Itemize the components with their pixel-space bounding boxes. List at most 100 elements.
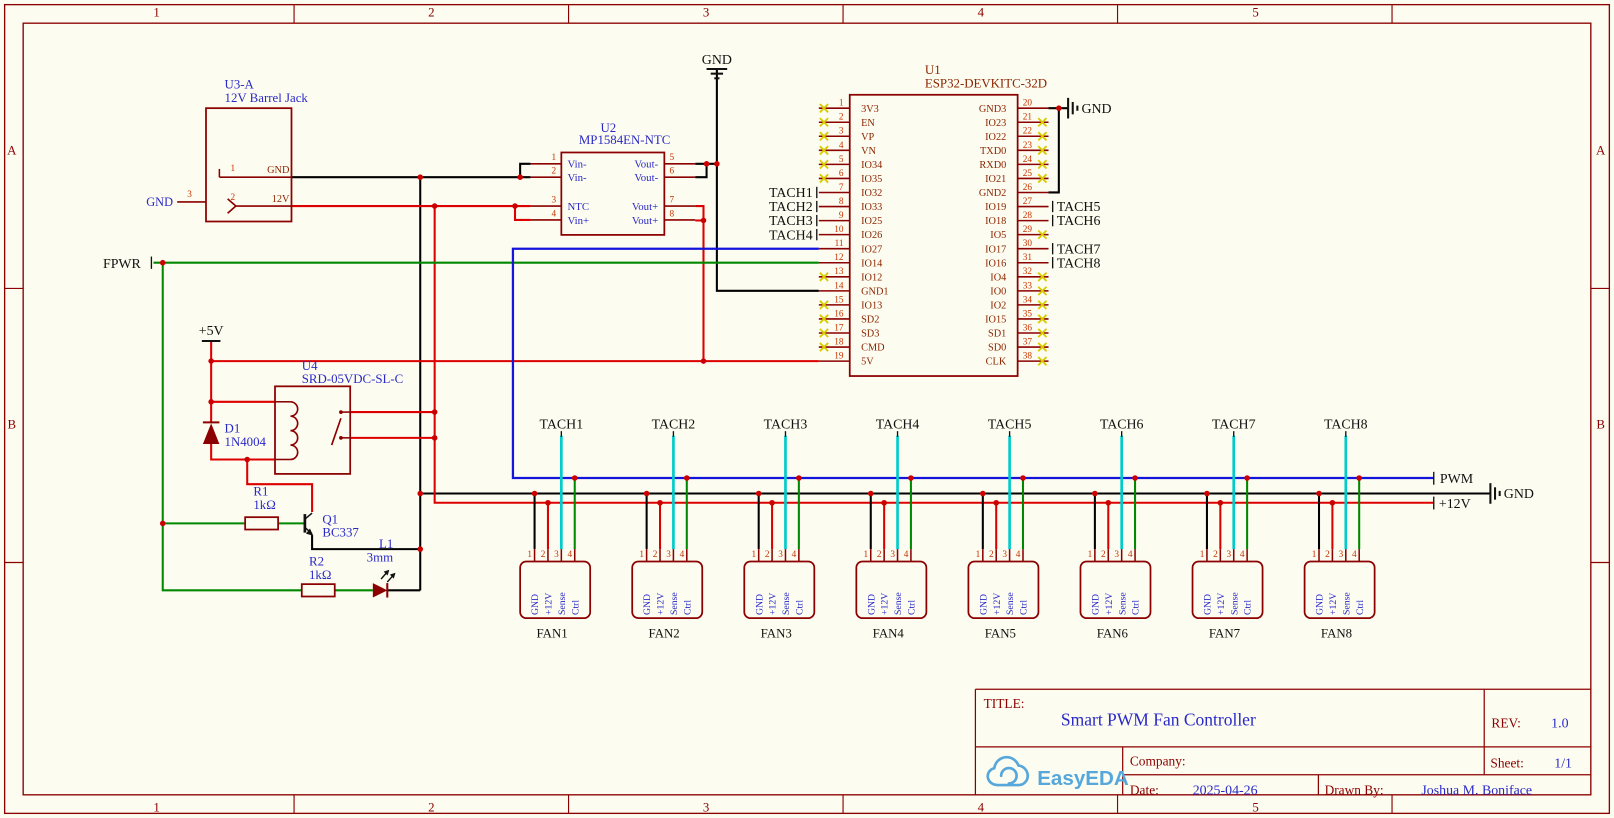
- component-u2-buck-converter[interactable]: [560, 151, 666, 236]
- junction-dot: [1020, 475, 1026, 481]
- component-r2-resistor[interactable]: [300, 583, 336, 598]
- r2-body[interactable]: [300, 583, 336, 598]
- fan-pin-number: 3: [890, 550, 895, 560]
- fan-pin-number: 3: [1339, 550, 1344, 560]
- u2-pin-number: 1: [552, 153, 557, 163]
- frame-row-label: A: [7, 144, 17, 158]
- fan-connector-body[interactable]: [631, 560, 704, 620]
- fan-connector-body[interactable]: [855, 560, 928, 620]
- component-q1-transistor[interactable]: [303, 512, 314, 536]
- wire-emitter: [311, 534, 421, 551]
- r1-body[interactable]: [244, 516, 279, 531]
- no-connect-x-icon: [1037, 229, 1048, 240]
- no-connect-x-icon: [1037, 159, 1048, 170]
- fan-pin-name: Ctrl: [682, 600, 693, 615]
- fan-pin-name: GND: [530, 594, 541, 615]
- junction-dot: [1204, 490, 1210, 497]
- pwm-label: PWM: [1440, 472, 1473, 487]
- net-label-tach: TACH4: [876, 418, 920, 433]
- u2-body[interactable]: [560, 151, 666, 236]
- fan-pin-name: Sense: [781, 592, 792, 615]
- fan-connector-body[interactable]: [519, 560, 592, 620]
- u1-pin-number: 14: [834, 281, 844, 291]
- component-u3a-barrel-jack[interactable]: [177, 107, 293, 223]
- no-connect-x-icon: [819, 131, 829, 142]
- r2-ref: R2: [309, 555, 324, 569]
- fan-connector-body[interactable]: [1303, 560, 1376, 620]
- junction-dot: [417, 174, 424, 180]
- no-connect-x-icon: [1037, 145, 1048, 156]
- fan-pin-number: 1: [1088, 550, 1093, 560]
- fan-pin-name: GND: [866, 594, 877, 615]
- fan-pin-number: 3: [666, 550, 671, 560]
- u2-pin-number: 4: [552, 209, 557, 219]
- u3a-pin-number: 1: [230, 164, 235, 174]
- relay-contact: [339, 435, 343, 440]
- junction-dot: [1105, 499, 1112, 506]
- frame-column-label: 3: [703, 5, 709, 19]
- power-flag-5v: +5V: [199, 324, 224, 343]
- fan-pin-name: +12V: [992, 593, 1003, 615]
- fan-name: FAN1: [536, 627, 567, 641]
- u2-pin-name: Vout-: [634, 159, 658, 171]
- net-label-tach: TACH5: [1057, 200, 1101, 215]
- fan-connector-body[interactable]: [967, 560, 1040, 620]
- no-connect-x-icon: [1037, 272, 1048, 282]
- u3a-body[interactable]: [205, 107, 293, 223]
- r1-value: 1kΩ: [253, 498, 275, 512]
- no-connect-x-icon: [819, 117, 829, 128]
- junction-dots: [159, 105, 1062, 552]
- fpwr-label: FPWR: [103, 257, 142, 272]
- fan-connector-body[interactable]: [743, 560, 816, 620]
- plus12v-label: +12V: [1439, 497, 1471, 512]
- u3a-pin-name: GND: [267, 165, 290, 176]
- junction-dot: [1056, 105, 1062, 111]
- frame-column-label: 2: [428, 5, 434, 19]
- u1-pin-number: 36: [1023, 323, 1033, 333]
- u1-pin-name: IO14: [861, 258, 882, 269]
- component-u4-relay[interactable]: [274, 385, 352, 475]
- u4-body[interactable]: [274, 385, 352, 475]
- cloud-swirl-icon: [999, 766, 1018, 785]
- component-r1-resistor[interactable]: [244, 516, 279, 531]
- component-l1-led[interactable]: [372, 569, 396, 598]
- u1-pin-name: GND3: [979, 104, 1006, 115]
- net-label-tach: TACH3: [764, 418, 808, 433]
- junction-dot: [1217, 499, 1224, 506]
- u1-pin-number: 30: [1023, 239, 1033, 249]
- u1-pin-number: 8: [839, 197, 844, 207]
- fan-name: FAN3: [761, 627, 792, 641]
- fan-pin-name: +12V: [1328, 593, 1339, 615]
- fan-pin-number: 3: [554, 550, 559, 560]
- u1-pin-name: 5V: [861, 357, 874, 368]
- u1-pin-number: 33: [1023, 281, 1033, 291]
- u1-pin-name: IO15: [985, 315, 1006, 326]
- fan-pin-name: Sense: [669, 592, 680, 615]
- fan-pin-number: 4: [904, 550, 909, 560]
- no-connect-x-icon: [1037, 286, 1048, 296]
- fan-pin-name: GND: [1315, 594, 1326, 615]
- fan-name: FAN8: [1321, 627, 1352, 641]
- u1-pin-name: IO34: [861, 160, 882, 171]
- fan-pin-name: Ctrl: [1355, 600, 1366, 615]
- fan-connector-body[interactable]: [1191, 560, 1264, 620]
- u1-pin-number: 7: [839, 183, 844, 193]
- u2-pin-name: Vout-: [634, 172, 658, 184]
- component-d1-diode[interactable]: [202, 421, 220, 445]
- no-connect-x-icon: [819, 159, 829, 170]
- wire-gnd: [715, 69, 819, 292]
- fan-connector-body[interactable]: [1079, 560, 1152, 620]
- junction-dot: [1244, 475, 1250, 481]
- fan-pin-name: Ctrl: [1131, 600, 1142, 615]
- u1-pin-name: IO4: [990, 272, 1006, 283]
